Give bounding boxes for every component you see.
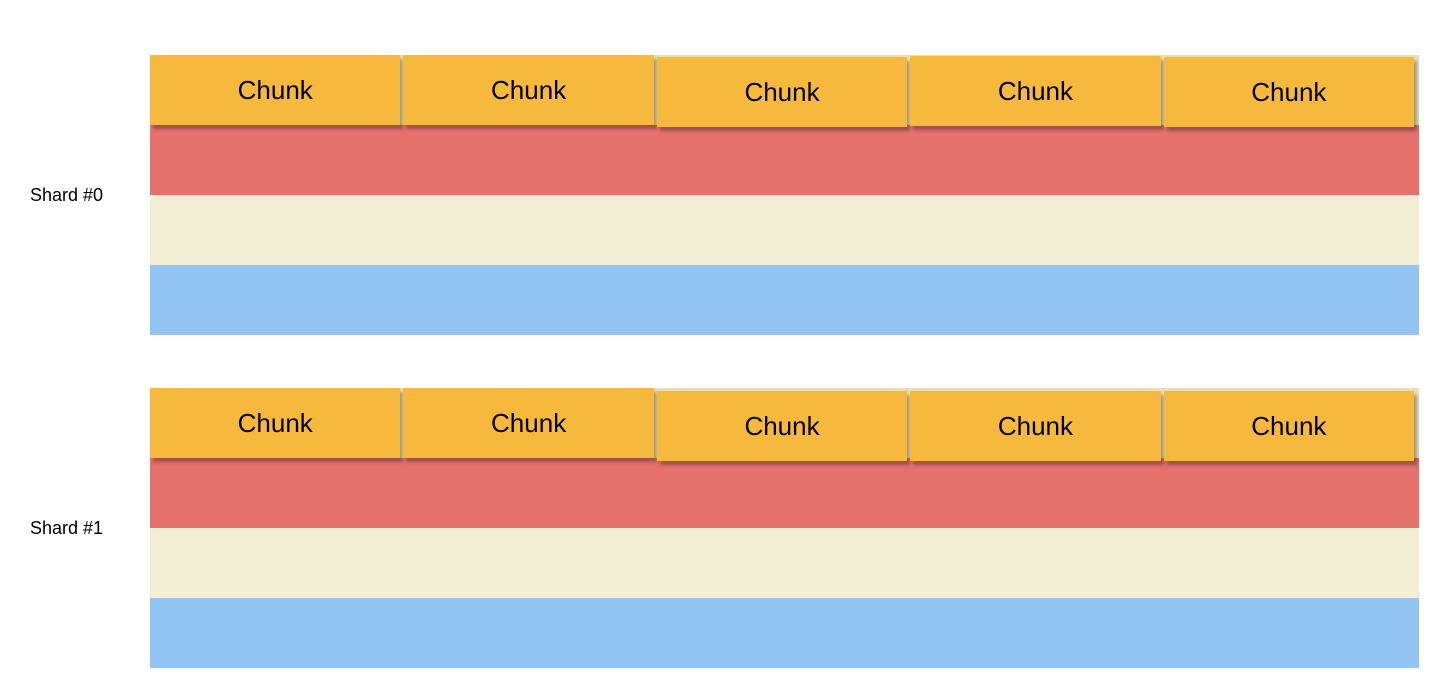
shard-block-0: Shard #0 Chunk Chunk Chunk Chunk Chunk: [30, 55, 1419, 335]
chunk-box: Chunk: [656, 391, 908, 461]
chunk-box: Chunk: [150, 55, 401, 125]
chunk-box: Chunk: [403, 388, 654, 458]
chunk-box: Chunk: [910, 56, 1161, 126]
chunk-box: Chunk: [403, 55, 654, 125]
replica-bar-cream: [150, 528, 1419, 598]
replica-bar-blue: [150, 598, 1419, 668]
chunk-box: Chunk: [656, 57, 908, 127]
replica-bar-blue: [150, 265, 1419, 335]
chunk-box: Chunk: [1163, 391, 1415, 461]
shard-1-label: Shard #1: [30, 517, 104, 538]
chunk-box: Chunk: [150, 388, 401, 458]
chunk-row: Chunk Chunk Chunk Chunk Chunk: [150, 388, 1419, 461]
chunk-row: Chunk Chunk Chunk Chunk Chunk: [150, 55, 1419, 127]
replica-bar-cream: [150, 195, 1419, 265]
replica-bar-red: [150, 458, 1419, 528]
replica-bar-red: [150, 125, 1419, 195]
chunk-box: Chunk: [1163, 57, 1415, 127]
shard-block-1: Shard #1 Chunk Chunk Chunk Chunk Chunk: [30, 388, 1419, 668]
chunk-box: Chunk: [910, 391, 1161, 461]
shard-0-label: Shard #0: [30, 184, 104, 205]
